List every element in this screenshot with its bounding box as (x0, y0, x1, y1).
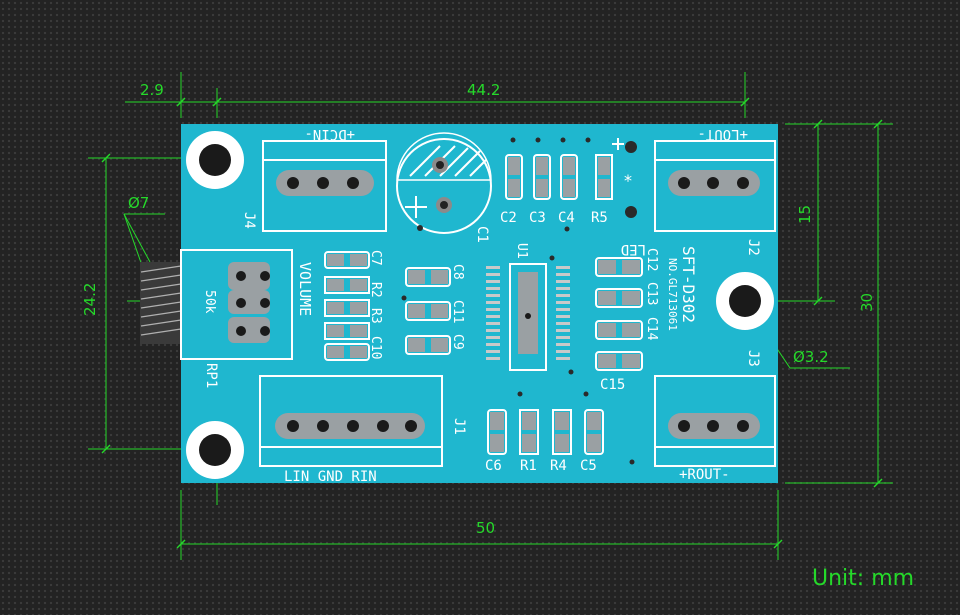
label-volume: VOLUME (296, 262, 314, 316)
label-c9: C9 (450, 334, 465, 350)
label-j2: J2 (745, 239, 761, 256)
connector-j2 (654, 140, 776, 232)
label-c12: C12 (644, 248, 659, 271)
label-c3: C3 (529, 210, 546, 226)
label-c13: C13 (644, 282, 659, 305)
dim-board-height-label: 30 (858, 293, 876, 312)
label-r1: R1 (520, 458, 537, 474)
mount-hole-bottom-left (186, 421, 244, 479)
label-c14: C14 (644, 317, 659, 341)
label-rout: +ROUT- (679, 467, 730, 483)
mount-hole-right (716, 272, 774, 330)
label-r3: R3 (368, 308, 383, 324)
label-c7: C7 (368, 250, 383, 266)
label-r2: R2 (368, 282, 383, 298)
label-c2: C2 (500, 210, 517, 226)
label-j3: J3 (745, 350, 761, 367)
mount-hole-top-left (186, 131, 244, 189)
dim-hole-diameter-label: Ø3.2 (793, 348, 829, 366)
connector-j1 (259, 375, 443, 467)
label-rp1: RP1 (203, 363, 219, 388)
dim-pot-diameter-label: Ø7 (128, 194, 149, 212)
label-u1: U1 (514, 243, 529, 259)
connector-j4 (262, 140, 387, 232)
label-j1: J1 (451, 418, 467, 435)
label-c1: C1 (474, 226, 490, 243)
label-led: LED (621, 241, 646, 257)
passives-bottom-row (487, 409, 604, 455)
label-lout: +LOUT- (697, 126, 748, 142)
dim-board-width-label: 50 (476, 519, 495, 537)
label-j4: J4 (241, 212, 257, 229)
label-c15: C15 (600, 377, 625, 393)
label-c5: C5 (580, 458, 597, 474)
vias (401, 137, 635, 465)
potentiometer-rp1 (180, 249, 293, 360)
passives-mid-column (405, 267, 451, 355)
label-model: SFT-D302 (679, 246, 698, 323)
dim-offset-label: 2.9 (140, 81, 164, 99)
dim-hole-spacing-label: 24.2 (81, 283, 99, 316)
label-c8: C8 (450, 264, 465, 280)
label-c10: C10 (368, 336, 383, 359)
ic-u1 (486, 263, 570, 371)
label-c11: C11 (450, 300, 465, 323)
led-footprint: * (612, 138, 637, 218)
connector-j3 (654, 375, 776, 467)
passives-right-column (595, 257, 643, 371)
label-dcin: +DCIN- (304, 126, 355, 142)
svg-text:*: * (624, 171, 632, 190)
label-c6: C6 (485, 458, 502, 474)
capacitor-c1 (396, 132, 492, 234)
label-c4: C4 (558, 210, 575, 226)
label-lin-gnd-rin: LIN GND RIN (284, 469, 377, 485)
unit-label: Unit: mm (812, 566, 915, 591)
label-serial: NO.GL713061 (666, 258, 679, 331)
dim-top-width-label: 44.2 (467, 81, 500, 99)
passives-left-column (324, 251, 370, 361)
label-r4: R4 (550, 458, 567, 474)
dimension-ticks (101, 97, 883, 549)
dim-right-spacing-label: 15 (796, 205, 814, 224)
label-pot-value: 50k (202, 290, 217, 314)
potentiometer-shaft (140, 262, 182, 344)
label-r5: R5 (591, 210, 608, 226)
capacitors-top (505, 154, 613, 200)
